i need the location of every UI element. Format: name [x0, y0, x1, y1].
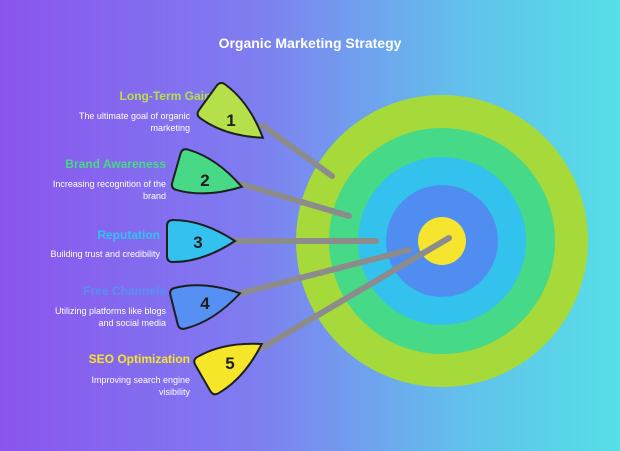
dart-head-4	[169, 284, 242, 330]
dart-number-2: 2	[200, 171, 209, 190]
dart-number-5: 5	[225, 354, 234, 373]
dart-shafts	[229, 122, 452, 352]
dart-head-3	[166, 218, 237, 264]
label-long-term-gains: Long-Term Gains	[119, 89, 218, 103]
dart-number-1: 1	[226, 111, 235, 130]
label-free-channels: Free Channels	[83, 284, 166, 298]
dart-number-4: 4	[200, 294, 210, 313]
dart-number-3: 3	[193, 233, 202, 252]
description-brand-awareness: Increasing recognition of the brand	[52, 179, 166, 201]
dart-head-5	[193, 342, 264, 396]
dart-head-1	[196, 81, 265, 139]
label-reputation: Reputation	[97, 228, 160, 242]
dart-head-2	[170, 148, 244, 195]
label-brand-awareness: Brand Awareness	[65, 157, 166, 171]
description-long-term-gains: The ultimate goal of organic marketing	[78, 111, 190, 133]
description-reputation: Building trust and credibility	[50, 249, 160, 259]
label-seo-optimization: SEO Optimization	[88, 352, 190, 366]
description-seo-optimization: Improving search engine visibility	[91, 375, 190, 397]
dart-shaft-5	[257, 235, 452, 352]
description-free-channels: Utilizing platforms like blogs and socia…	[54, 306, 166, 328]
dart-shaft-4	[235, 247, 412, 297]
dart-numbers: 1 2 3 4 5	[193, 111, 235, 373]
diagram-title: Organic Marketing Strategy	[218, 35, 402, 51]
dart-shaft-1	[259, 122, 335, 179]
dart-shaft-2	[238, 181, 352, 219]
dart-heads	[166, 81, 265, 396]
